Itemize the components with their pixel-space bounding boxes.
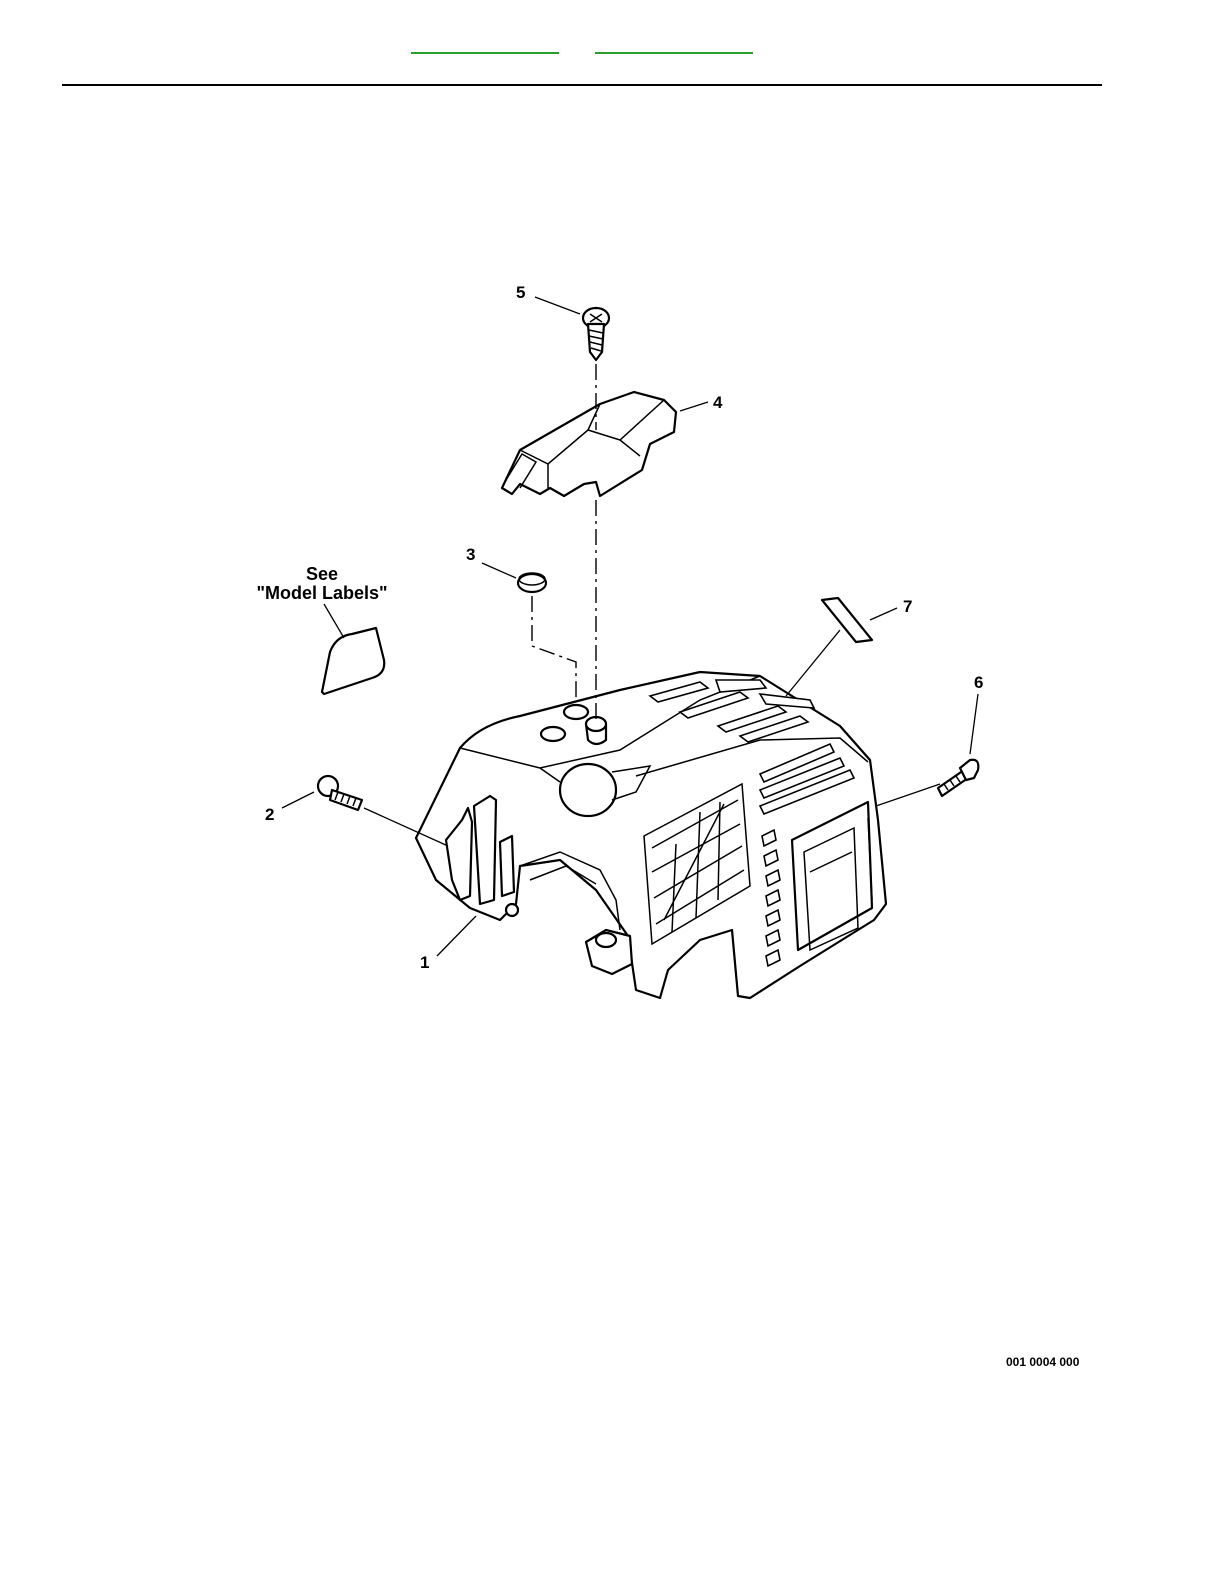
decal-part-7 — [822, 598, 872, 642]
callout-3: 3 — [466, 545, 475, 564]
callout-5: 5 — [516, 283, 525, 302]
callout-7: 7 — [903, 597, 912, 616]
callout-2: 2 — [265, 805, 274, 824]
bolt-part-2 — [318, 776, 362, 810]
callout-6: 6 — [974, 673, 983, 692]
note-see: See — [306, 564, 338, 584]
note-model-labels: "Model Labels" — [256, 583, 387, 603]
figure-number: 001 0004 000 — [1006, 1355, 1079, 1369]
engine-shroud-part-1 — [416, 672, 886, 998]
plug-part-3 — [518, 573, 546, 592]
screw-part-5 — [583, 308, 609, 360]
callout-1: 1 — [420, 953, 429, 972]
top-cover-part-4 — [502, 392, 676, 496]
model-label-decal — [322, 628, 384, 694]
callout-4: 4 — [713, 393, 723, 412]
bolt-part-6 — [938, 760, 978, 796]
